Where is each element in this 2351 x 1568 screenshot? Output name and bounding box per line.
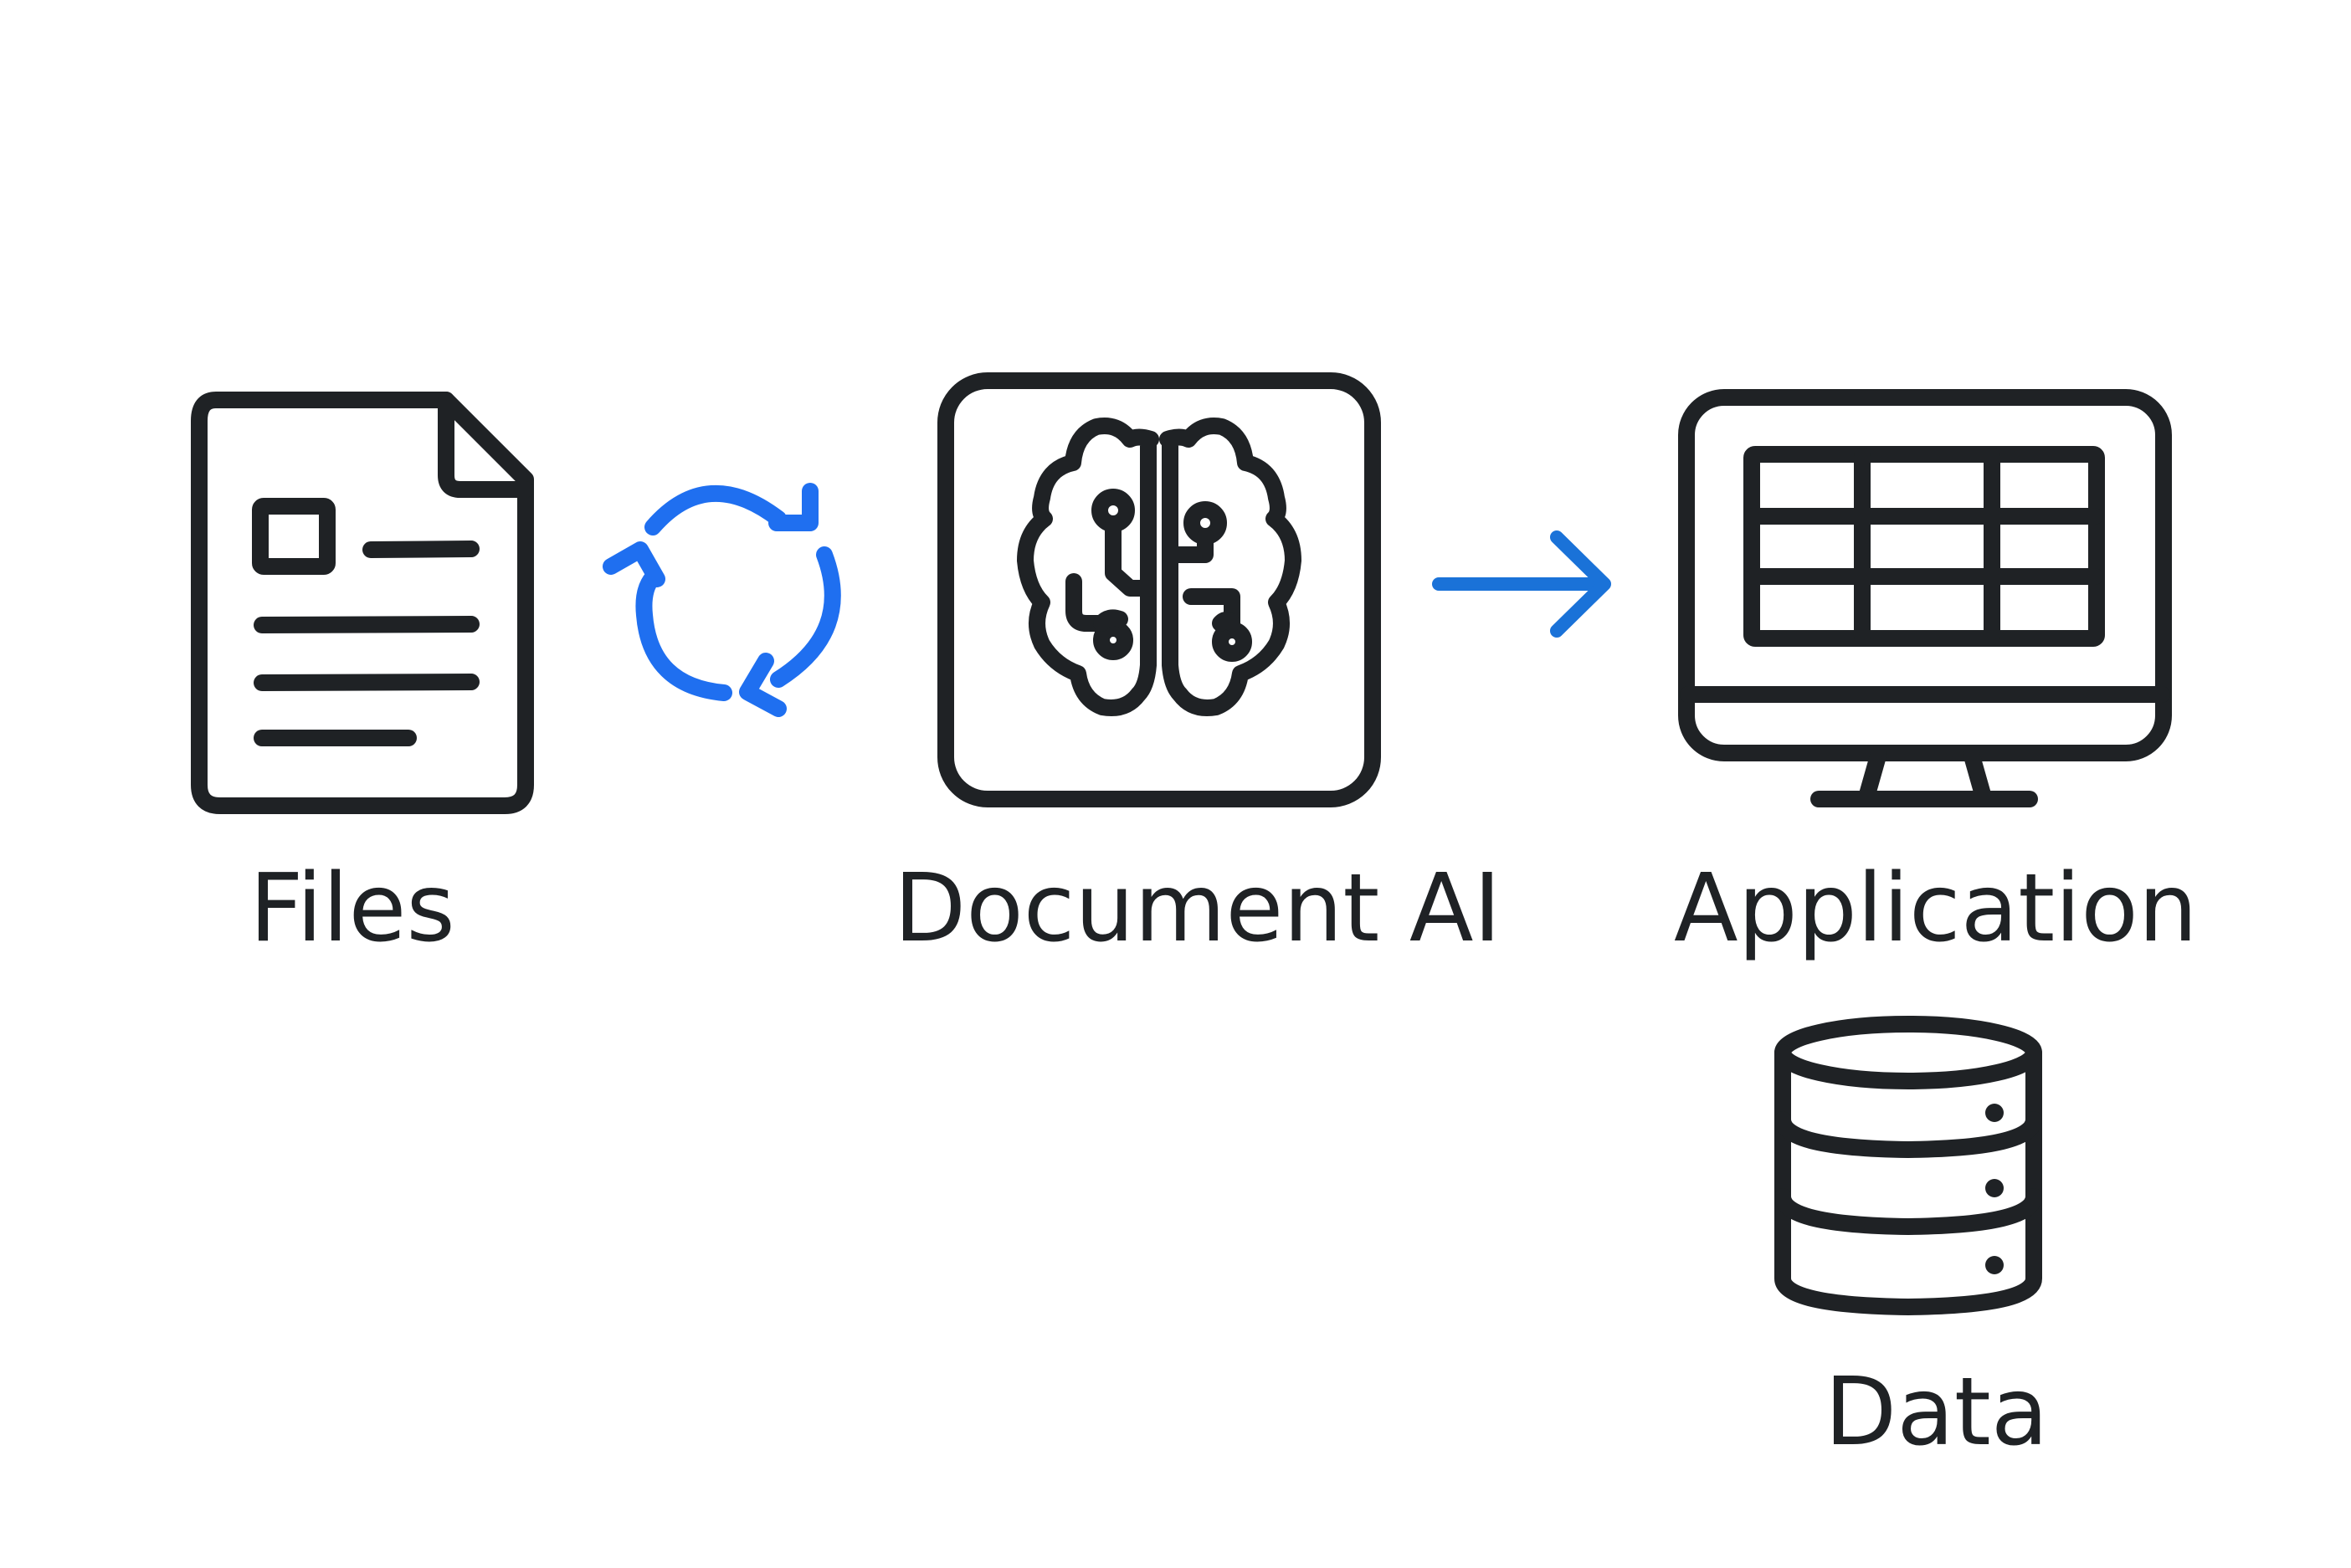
application-label: Application: [1674, 854, 2198, 963]
ai-brain-icon: [937, 372, 1381, 807]
database-icon: [1773, 1012, 2045, 1322]
files-label: Files: [249, 854, 455, 963]
arrow-right-icon: [1427, 527, 1628, 638]
document-ai-label: Document AI: [894, 854, 1501, 963]
refresh-cycle-icon: [598, 473, 866, 724]
data-label: Data: [1825, 1358, 2049, 1467]
document-icon: [191, 392, 542, 818]
monitor-table-icon: [1678, 389, 2172, 812]
